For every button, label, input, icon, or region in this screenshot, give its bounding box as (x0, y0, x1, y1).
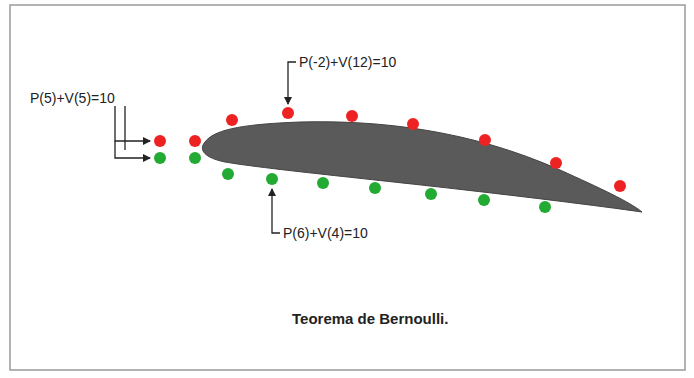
airfoil (202, 122, 642, 212)
equation-label: P(-2)+V(12)=10 (297, 54, 398, 70)
upper-dots (154, 107, 626, 192)
leader-lines (115, 62, 296, 233)
lower-dots (154, 152, 551, 213)
equation-label: P(6)+V(4)=10 (281, 225, 370, 241)
frame (10, 5, 685, 370)
caption: Teorema de Bernoulli. (290, 310, 450, 327)
equation-label: P(5)+V(5)=10 (28, 90, 117, 106)
